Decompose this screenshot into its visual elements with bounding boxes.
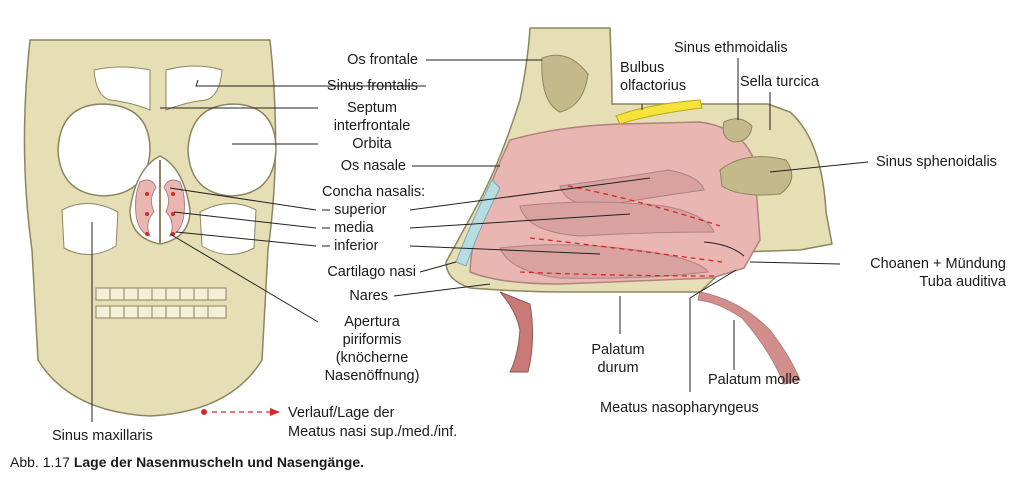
concha-media bbox=[519, 201, 715, 237]
meatus-arrow-inferior bbox=[519, 271, 717, 277]
concha-right bbox=[163, 179, 185, 237]
leader-media bbox=[409, 213, 631, 229]
sinus-ethmoidalis-sagittal bbox=[722, 118, 753, 143]
meatus-dot bbox=[145, 192, 149, 196]
label-apertura-2: piriformis bbox=[343, 332, 402, 348]
leader-sinus-frontalis bbox=[195, 79, 426, 87]
sinus-maxillaris-right bbox=[199, 203, 257, 255]
leader-choanen bbox=[749, 261, 841, 265]
meatus-dot bbox=[145, 232, 149, 236]
label-os-frontale: Os frontale bbox=[347, 52, 418, 68]
label-apertura-3: (knöcherne bbox=[336, 350, 409, 366]
concha-left bbox=[135, 179, 157, 237]
label-concha-superior: – superior bbox=[322, 202, 387, 218]
legend-arrowhead bbox=[270, 408, 280, 416]
sinus-maxillaris-left bbox=[61, 203, 119, 255]
label-sinus-ethmoidalis: Sinus ethmoidalis bbox=[674, 40, 788, 56]
orbit-left bbox=[57, 103, 151, 197]
leader-superior bbox=[409, 177, 651, 211]
leader-nares bbox=[393, 283, 491, 297]
caption-title: Lage der Nasenmuscheln und Nasengänge. bbox=[73, 454, 365, 470]
choanen-arrow bbox=[703, 241, 745, 257]
orbit-right bbox=[187, 103, 277, 197]
legend-text-2: Meatus nasi sup./med./inf. bbox=[288, 424, 457, 440]
label-orbita: Orbita bbox=[352, 136, 392, 152]
sinus-sphenoidalis-sagittal bbox=[719, 156, 793, 196]
sagittal-view bbox=[445, 27, 833, 385]
label-choanen-1: Choanen + Mündung bbox=[870, 256, 1006, 272]
leader-inferior bbox=[409, 245, 601, 255]
cartilago-nasi-shape bbox=[455, 179, 501, 267]
label-os-nasale: Os nasale bbox=[341, 158, 406, 174]
palatum-molle-shape bbox=[697, 291, 801, 385]
label-nares: Nares bbox=[349, 288, 388, 304]
label-concha-title: Concha nasalis: bbox=[322, 184, 425, 200]
sinus-frontalis-left bbox=[93, 66, 151, 111]
lower-teeth bbox=[95, 305, 227, 319]
label-choanen-2: Tuba auditiva bbox=[919, 274, 1006, 290]
leader-lines bbox=[91, 58, 869, 422]
leader-media-left bbox=[173, 211, 317, 229]
label-palatum-durum-1: Palatum bbox=[591, 342, 644, 358]
sinus-frontalis-right bbox=[165, 65, 223, 111]
label-bulbus-2: olfactorius bbox=[620, 78, 686, 94]
label-bulbus-1: Bulbus bbox=[620, 60, 664, 76]
leader-cartilago bbox=[419, 261, 457, 273]
caption-number: Abb. 1.17 bbox=[10, 454, 70, 470]
labels: Os frontale Sinus frontalis Septum inter… bbox=[52, 40, 1007, 444]
label-palatum-durum-2: durum bbox=[597, 360, 638, 376]
meatus-arrow-media bbox=[529, 237, 723, 263]
leader-apertura bbox=[169, 233, 319, 323]
label-concha-inferior: – inferior bbox=[322, 238, 379, 254]
leader-sinus-sphenoidalis bbox=[769, 161, 869, 173]
meatus-dot bbox=[145, 212, 149, 216]
bulbus-olfactorius-shape bbox=[615, 99, 703, 125]
skull-frontal-view bbox=[23, 39, 277, 417]
label-sella-turcica: Sella turcica bbox=[740, 74, 820, 90]
leader-inferior-left bbox=[175, 231, 317, 247]
sinus-frontalis-sagittal bbox=[541, 54, 589, 113]
label-palatum-molle: Palatum molle bbox=[708, 372, 800, 388]
legend-dot bbox=[201, 409, 207, 415]
legend-text-1: Verlauf/Lage der bbox=[288, 405, 395, 421]
label-sinus-maxillaris: Sinus maxillaris bbox=[52, 428, 153, 444]
label-apertura-4: Nasenöffnung) bbox=[325, 368, 420, 384]
figure-caption: Abb. 1.17 Lage der Nasenmuscheln und Nas… bbox=[10, 454, 364, 470]
label-concha-media: – media bbox=[322, 220, 375, 236]
label-septum-1: Septum bbox=[347, 100, 397, 116]
leader-meatus-nasopharyngeus bbox=[689, 269, 737, 392]
meatus-arrow-superior bbox=[567, 185, 721, 227]
anatomy-figure: Os frontale Sinus frontalis Septum inter… bbox=[23, 27, 1007, 444]
upper-teeth bbox=[95, 287, 227, 301]
label-sinus-frontalis: Sinus frontalis bbox=[327, 78, 418, 94]
label-septum-2: interfrontale bbox=[334, 118, 411, 134]
meatus-dot bbox=[171, 192, 175, 196]
label-apertura-1: Apertura bbox=[344, 314, 401, 330]
label-cartilago-nasi: Cartilago nasi bbox=[327, 264, 416, 280]
leader-superior-left bbox=[169, 187, 317, 211]
label-sinus-sphenoidalis: Sinus sphenoidalis bbox=[876, 154, 997, 170]
label-meatus-nasopharyngeus: Meatus nasopharyngeus bbox=[600, 400, 759, 416]
meatus-dot bbox=[171, 212, 175, 216]
lower-nose bbox=[499, 291, 534, 373]
